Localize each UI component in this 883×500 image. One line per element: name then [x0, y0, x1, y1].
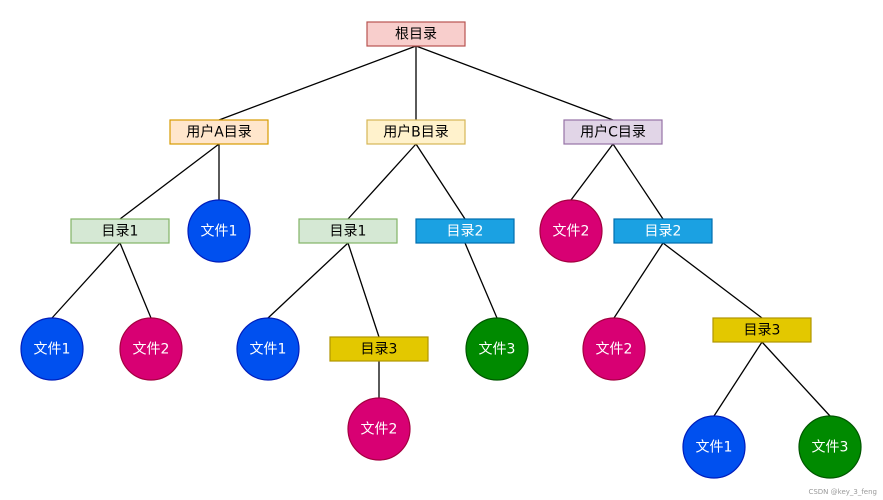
- file-circle: [539, 199, 603, 263]
- folder-box: [298, 218, 398, 244]
- node-label: 用户C目录: [580, 124, 646, 141]
- user-c-dir3-file1[interactable]: 文件1: [682, 415, 746, 479]
- file-circle: [347, 397, 411, 461]
- file-circle: [187, 199, 251, 263]
- folder-box: [366, 21, 466, 47]
- user-c-dir3-file3[interactable]: 文件3: [798, 415, 862, 479]
- node-label: 用户B目录: [383, 124, 449, 141]
- node-label: 目录2: [447, 224, 484, 240]
- folder-box: [169, 119, 269, 145]
- user-c-file2[interactable]: 文件2: [539, 199, 603, 263]
- node-label: 目录2: [645, 224, 682, 240]
- user-b-dir2-file3[interactable]: 文件3: [465, 317, 529, 381]
- node-label: 文件3: [812, 440, 849, 456]
- tree-edge: [713, 341, 763, 417]
- file-circle: [798, 415, 862, 479]
- user-b-dir2[interactable]: 目录2: [415, 218, 515, 244]
- folder-box: [415, 218, 515, 244]
- user-c-dir3[interactable]: 目录3: [712, 317, 812, 343]
- node-label: 目录3: [361, 342, 398, 358]
- edges: [51, 45, 831, 417]
- node-label: 文件2: [133, 342, 170, 358]
- tree-edge: [119, 242, 152, 319]
- tree-edge: [415, 45, 614, 121]
- tree-edge: [347, 143, 417, 220]
- file-circle: [682, 415, 746, 479]
- watermark: CSDN @key_3_feng: [808, 488, 877, 496]
- file-circle: [236, 317, 300, 381]
- folder-box: [329, 336, 429, 362]
- node-label: 文件1: [201, 224, 238, 240]
- tree-edge: [464, 242, 498, 319]
- user-a-file1[interactable]: 文件1: [187, 199, 251, 263]
- tree-edge: [415, 143, 466, 220]
- tree-edge: [662, 242, 763, 319]
- user-b-dir3-file2[interactable]: 文件2: [347, 397, 411, 461]
- user-c-directory[interactable]: 用户C目录: [563, 119, 663, 145]
- node-label: 文件2: [553, 224, 590, 240]
- user-c-dir2[interactable]: 目录2: [613, 218, 713, 244]
- file-circle: [465, 317, 529, 381]
- user-b-directory[interactable]: 用户B目录: [366, 119, 466, 145]
- tree-edge: [267, 242, 349, 319]
- node-label: 目录1: [330, 224, 367, 240]
- file-circle: [582, 317, 646, 381]
- user-b-dir3[interactable]: 目录3: [329, 336, 429, 362]
- file-circle: [119, 317, 183, 381]
- node-label: 文件1: [34, 342, 71, 358]
- user-a-directory[interactable]: 用户A目录: [169, 119, 269, 145]
- tree-edge: [612, 143, 664, 220]
- root-directory[interactable]: 根目录: [366, 21, 466, 47]
- user-b-dir1[interactable]: 目录1: [298, 218, 398, 244]
- node-label: 文件2: [596, 342, 633, 358]
- tree-edge: [51, 242, 121, 319]
- tree-edge: [613, 242, 664, 319]
- node-label: 目录1: [102, 224, 139, 240]
- user-a-dir1[interactable]: 目录1: [70, 218, 170, 244]
- tree-edge: [570, 143, 614, 201]
- user-a-dir1-file2[interactable]: 文件2: [119, 317, 183, 381]
- node-label: 文件1: [250, 342, 287, 358]
- node-label: 文件1: [696, 440, 733, 456]
- node-label: 目录3: [744, 323, 781, 339]
- file-circle: [20, 317, 84, 381]
- node-label: 文件2: [361, 422, 398, 438]
- user-c-dir2-file2[interactable]: 文件2: [582, 317, 646, 381]
- tree-edge: [119, 143, 220, 220]
- node-label: 用户A目录: [186, 124, 252, 141]
- tree-edge: [761, 341, 831, 417]
- node-label: 根目录: [395, 27, 437, 43]
- node-label: 文件3: [479, 342, 516, 358]
- folder-box: [712, 317, 812, 343]
- folder-box: [613, 218, 713, 244]
- folder-box: [366, 119, 466, 145]
- user-a-dir1-file1[interactable]: 文件1: [20, 317, 84, 381]
- tree-edge: [347, 242, 380, 338]
- folder-box: [563, 119, 663, 145]
- folder-box: [70, 218, 170, 244]
- tree-edge: [218, 45, 417, 121]
- user-b-dir1-file1[interactable]: 文件1: [236, 317, 300, 381]
